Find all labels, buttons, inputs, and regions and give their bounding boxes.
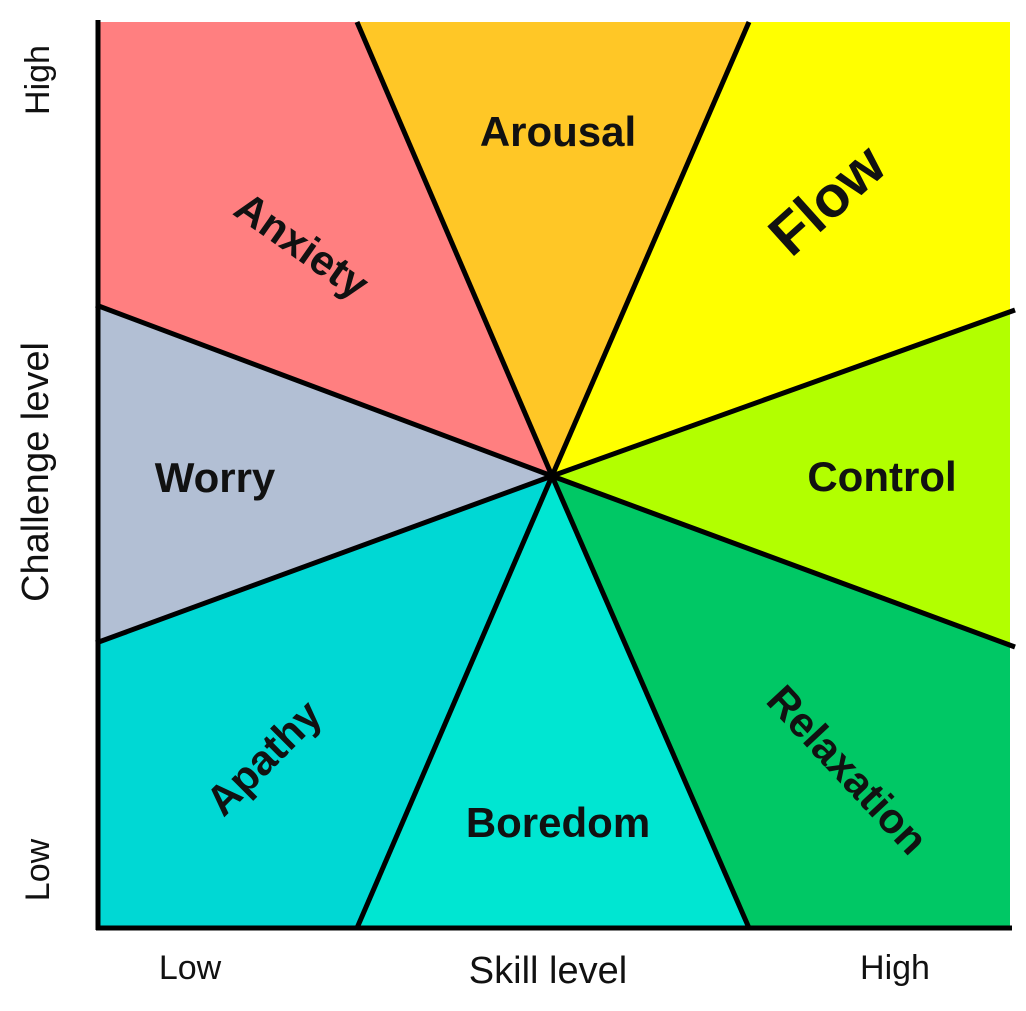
flow-region (552, 22, 1010, 476)
divider-line (551, 473, 1016, 650)
divider-line (549, 475, 752, 929)
arousal-label: Arousal (480, 108, 636, 155)
worry-region (98, 305, 552, 643)
axis-labels: Low Skill level High High Challenge leve… (15, 45, 930, 992)
y-axis-title: Challenge level (15, 342, 57, 602)
worry-label: Worry (155, 454, 276, 501)
control-label: Control (807, 453, 956, 500)
y-axis-low-label: Low (19, 838, 57, 901)
divider-line (95, 473, 553, 646)
x-axis-title: Skill level (469, 950, 627, 992)
x-axis-low-label: Low (159, 949, 222, 987)
boredom-region (357, 476, 749, 928)
control-region (552, 312, 1010, 645)
divider-line (354, 475, 555, 929)
axis-lines (95, 20, 1012, 931)
region-wedges (98, 22, 1010, 928)
divider-line (354, 21, 555, 477)
divider-line (549, 21, 752, 477)
divider-line (95, 302, 553, 479)
arousal-region (357, 22, 749, 476)
x-axis-high-label: High (860, 949, 930, 987)
relaxation-region (552, 476, 1010, 928)
y-axis-high-label: High (19, 45, 57, 115)
divider-line (551, 307, 1016, 479)
dividing-lines (95, 21, 1016, 929)
apathy-region (98, 476, 552, 928)
anxiety-region (98, 22, 552, 476)
boredom-label: Boredom (466, 799, 650, 846)
